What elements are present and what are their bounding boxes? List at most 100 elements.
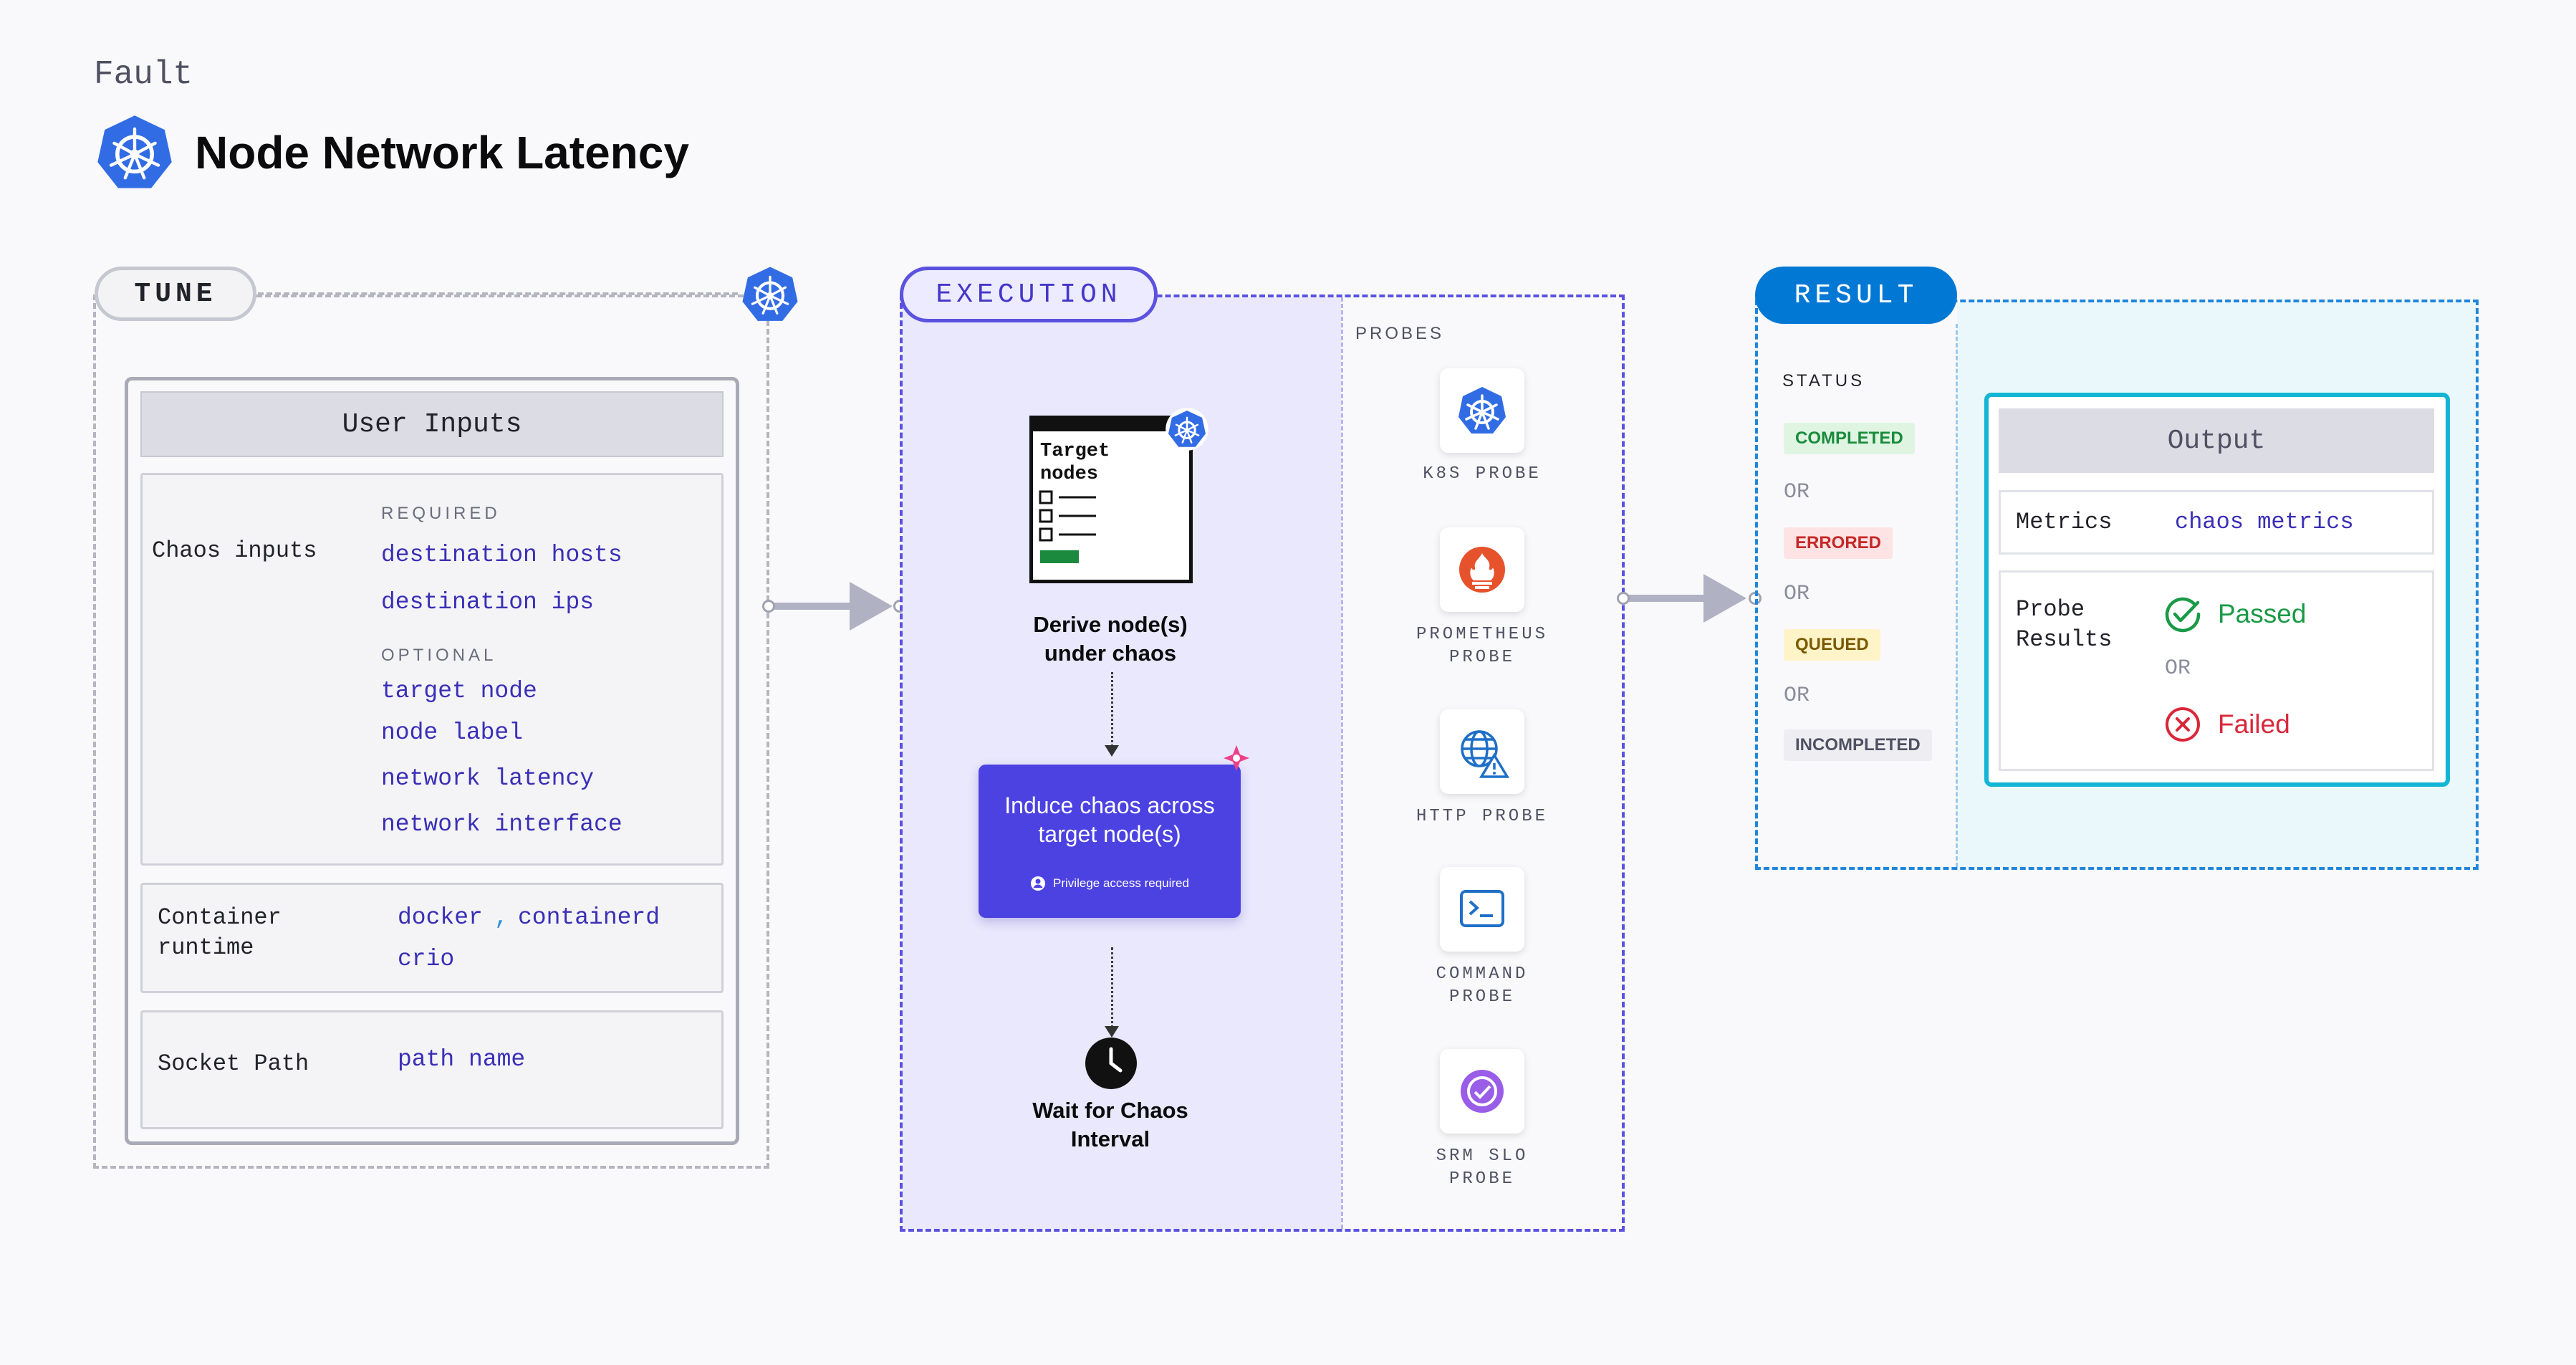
result-section-pill: RESULT	[1755, 267, 1957, 324]
failed-label: Failed	[2218, 709, 2290, 739]
step-wait-interval-line2: Interval	[1070, 1126, 1150, 1151]
failed-x-icon	[2166, 707, 2200, 742]
param-network-latency: network latency	[381, 765, 595, 792]
runtime-crio: crio	[398, 946, 455, 972]
http-probe-label: HTTP PROBE	[1375, 805, 1590, 828]
prometheus-probe-label: PROMETHEUS PROBE	[1375, 623, 1590, 669]
user-inputs-title: User Inputs	[140, 391, 724, 457]
target-doc-header-bar	[1029, 416, 1193, 431]
container-runtime-label: Container runtime	[158, 903, 282, 963]
http-globe-icon	[1461, 730, 1510, 778]
probe-results-label: Probe Results	[2016, 595, 2112, 655]
required-label: REQUIRED	[381, 504, 501, 523]
param-destination-hosts: destination hosts	[381, 542, 623, 568]
http-probe-label-line1: HTTP PROBE	[1416, 807, 1549, 826]
output-title: Output	[1999, 408, 2434, 473]
kubernetes-logo-icon	[97, 115, 172, 188]
container-runtime-card	[140, 883, 724, 993]
connector-dot	[762, 600, 775, 613]
status-completed-badge: COMPLETED	[1784, 423, 1915, 454]
k8s-probe-label-line1: K8S PROBE	[1423, 464, 1542, 484]
result-section-border	[1755, 300, 2479, 870]
passed-label: Passed	[2218, 599, 2307, 628]
arrow-down-icon	[1105, 1026, 1119, 1038]
chaos-spark-icon	[1224, 745, 1249, 771]
runtime-separator: ,	[494, 904, 509, 931]
target-nodes-text: Target nodes	[1040, 440, 1110, 486]
probe-results-label-line2: Results	[2016, 626, 2113, 653]
terminal-icon	[1460, 890, 1504, 927]
passed-check-icon	[2165, 597, 2201, 633]
execution-to-result-arrowhead	[1703, 574, 1746, 623]
tune-to-execution-arrowhead	[850, 582, 893, 631]
privilege-note-text: Privilege access required	[1053, 876, 1189, 890]
optional-label: OPTIONAL	[381, 646, 497, 665]
chaos-inputs-card	[140, 473, 724, 866]
or-text: OR	[1784, 684, 1810, 708]
clock-icon	[1085, 1038, 1137, 1089]
k8s-probe-label: K8S PROBE	[1375, 463, 1590, 486]
command-probe-label-line2: PROBE	[1448, 987, 1515, 1007]
runtime-docker: docker	[398, 904, 483, 931]
chaos-inputs-label: Chaos inputs	[152, 537, 317, 564]
execution-to-result-arrow	[1626, 595, 1706, 602]
page-title: Node Network Latency	[195, 127, 689, 178]
socket-path-card	[140, 1010, 724, 1129]
prometheus-probe-label-line1: PROMETHEUS	[1416, 625, 1549, 644]
metrics-row	[1999, 490, 2434, 555]
induce-chaos-text: Induce chaos across target node(s)	[979, 791, 1241, 848]
fault-label: Fault	[94, 56, 193, 93]
flow-connector	[1111, 672, 1113, 751]
param-target-node: target node	[381, 678, 537, 704]
param-path-name: path name	[398, 1046, 526, 1073]
command-probe-label-line1: COMMAND	[1436, 964, 1529, 984]
execution-section-pill: EXECUTION	[900, 267, 1158, 322]
param-network-interface: network interface	[381, 811, 623, 838]
socket-path-label: Socket Path	[158, 1050, 309, 1077]
execution-section-border	[900, 294, 1625, 1232]
metrics-label: Metrics	[2016, 509, 2113, 535]
or-text: OR	[1784, 480, 1810, 504]
kubernetes-icon	[1166, 408, 1208, 451]
probes-divider	[1341, 297, 1343, 1229]
step-wait-interval: Wait for Chaos Interval	[967, 1096, 1254, 1154]
status-label: STATUS	[1782, 371, 1865, 391]
tune-section-border	[93, 294, 769, 1169]
param-node-label: node label	[381, 719, 524, 746]
privilege-note: Privilege access required	[979, 876, 1241, 891]
container-runtime-label-line2: runtime	[158, 934, 254, 961]
probes-label: PROBES	[1355, 324, 1445, 343]
command-probe-tile	[1440, 867, 1524, 952]
prometheus-probe-tile	[1440, 527, 1524, 612]
srm-slo-icon	[1461, 1070, 1504, 1113]
tune-dash-connector	[258, 292, 738, 295]
connector-dot	[1617, 592, 1630, 605]
step-wait-interval-line1: Wait for Chaos	[1032, 1098, 1188, 1123]
target-nodes-line2: nodes	[1040, 464, 1099, 485]
probe-results-row	[1999, 570, 2434, 771]
or-text: OR	[1784, 582, 1810, 606]
step-derive-nodes-line1: Derive node(s)	[1033, 612, 1188, 637]
status-errored-badge: ERRORED	[1784, 527, 1893, 559]
status-incompleted-badge: INCOMPLETED	[1784, 729, 1932, 761]
step-derive-nodes-line2: under chaos	[1044, 641, 1177, 666]
target-nodes-line1: Target	[1040, 441, 1110, 462]
status-queued-badge: QUEUED	[1784, 629, 1880, 661]
flow-connector	[1111, 947, 1113, 1033]
chaos-metrics-value: chaos metrics	[2175, 509, 2354, 535]
k8s-icon	[1458, 387, 1506, 434]
http-probe-tile	[1440, 709, 1524, 794]
srm-slo-probe-label-line1: SRM SLO	[1436, 1146, 1529, 1166]
k8s-probe-tile	[1440, 368, 1524, 453]
runtime-containerd: containerd	[518, 904, 660, 931]
srm-slo-probe-tile	[1440, 1049, 1524, 1134]
step-derive-nodes: Derive node(s) under chaos	[967, 610, 1254, 668]
induce-chaos-line1: Induce chaos across	[1004, 792, 1215, 818]
param-destination-ips: destination ips	[381, 589, 595, 616]
checklist-icon	[1039, 490, 1096, 563]
command-probe-label: COMMAND PROBE	[1375, 963, 1590, 1009]
container-runtime-label-line1: Container	[158, 904, 282, 931]
induce-chaos-card	[979, 765, 1241, 918]
kubernetes-icon	[742, 267, 798, 321]
tune-section-pill: TUNE	[95, 267, 256, 321]
